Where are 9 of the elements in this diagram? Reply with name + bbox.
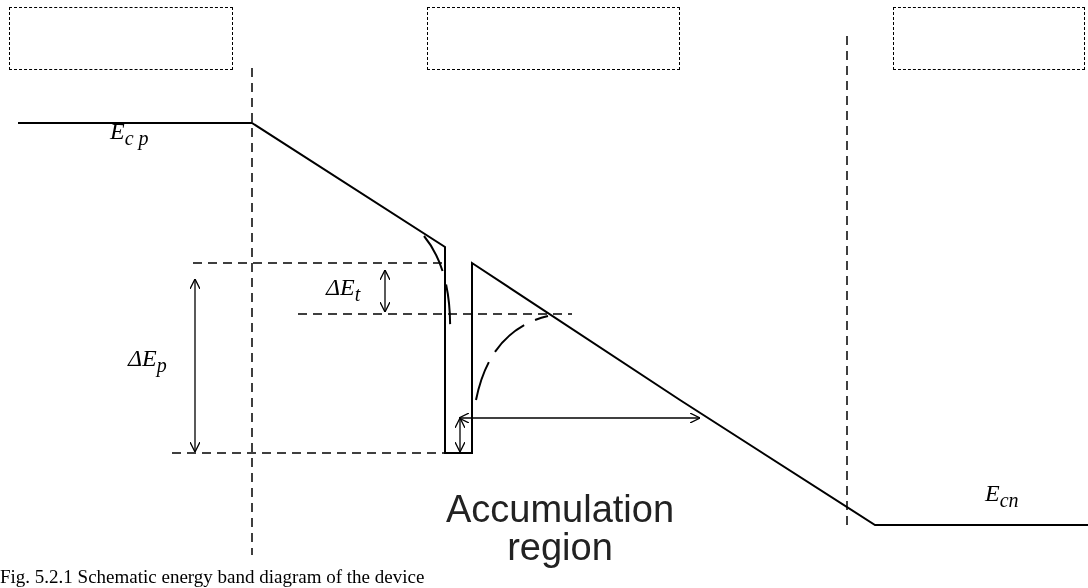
dashed-box (427, 7, 680, 70)
region-label: Accumulation region (444, 490, 676, 566)
energy-label: E$_{c p}$ (110, 118, 149, 150)
dashed-box (893, 7, 1085, 70)
dashed-box (9, 7, 233, 70)
energy-label: E$_{cn}$ (985, 480, 1019, 512)
energy-label: ΔE$_{p}$ (128, 345, 167, 377)
figure-caption: Fig. 5.2.1 Schematic energy band diagram of the device (0, 566, 425, 588)
energy-label: ΔE$_{t}$ (326, 274, 361, 306)
